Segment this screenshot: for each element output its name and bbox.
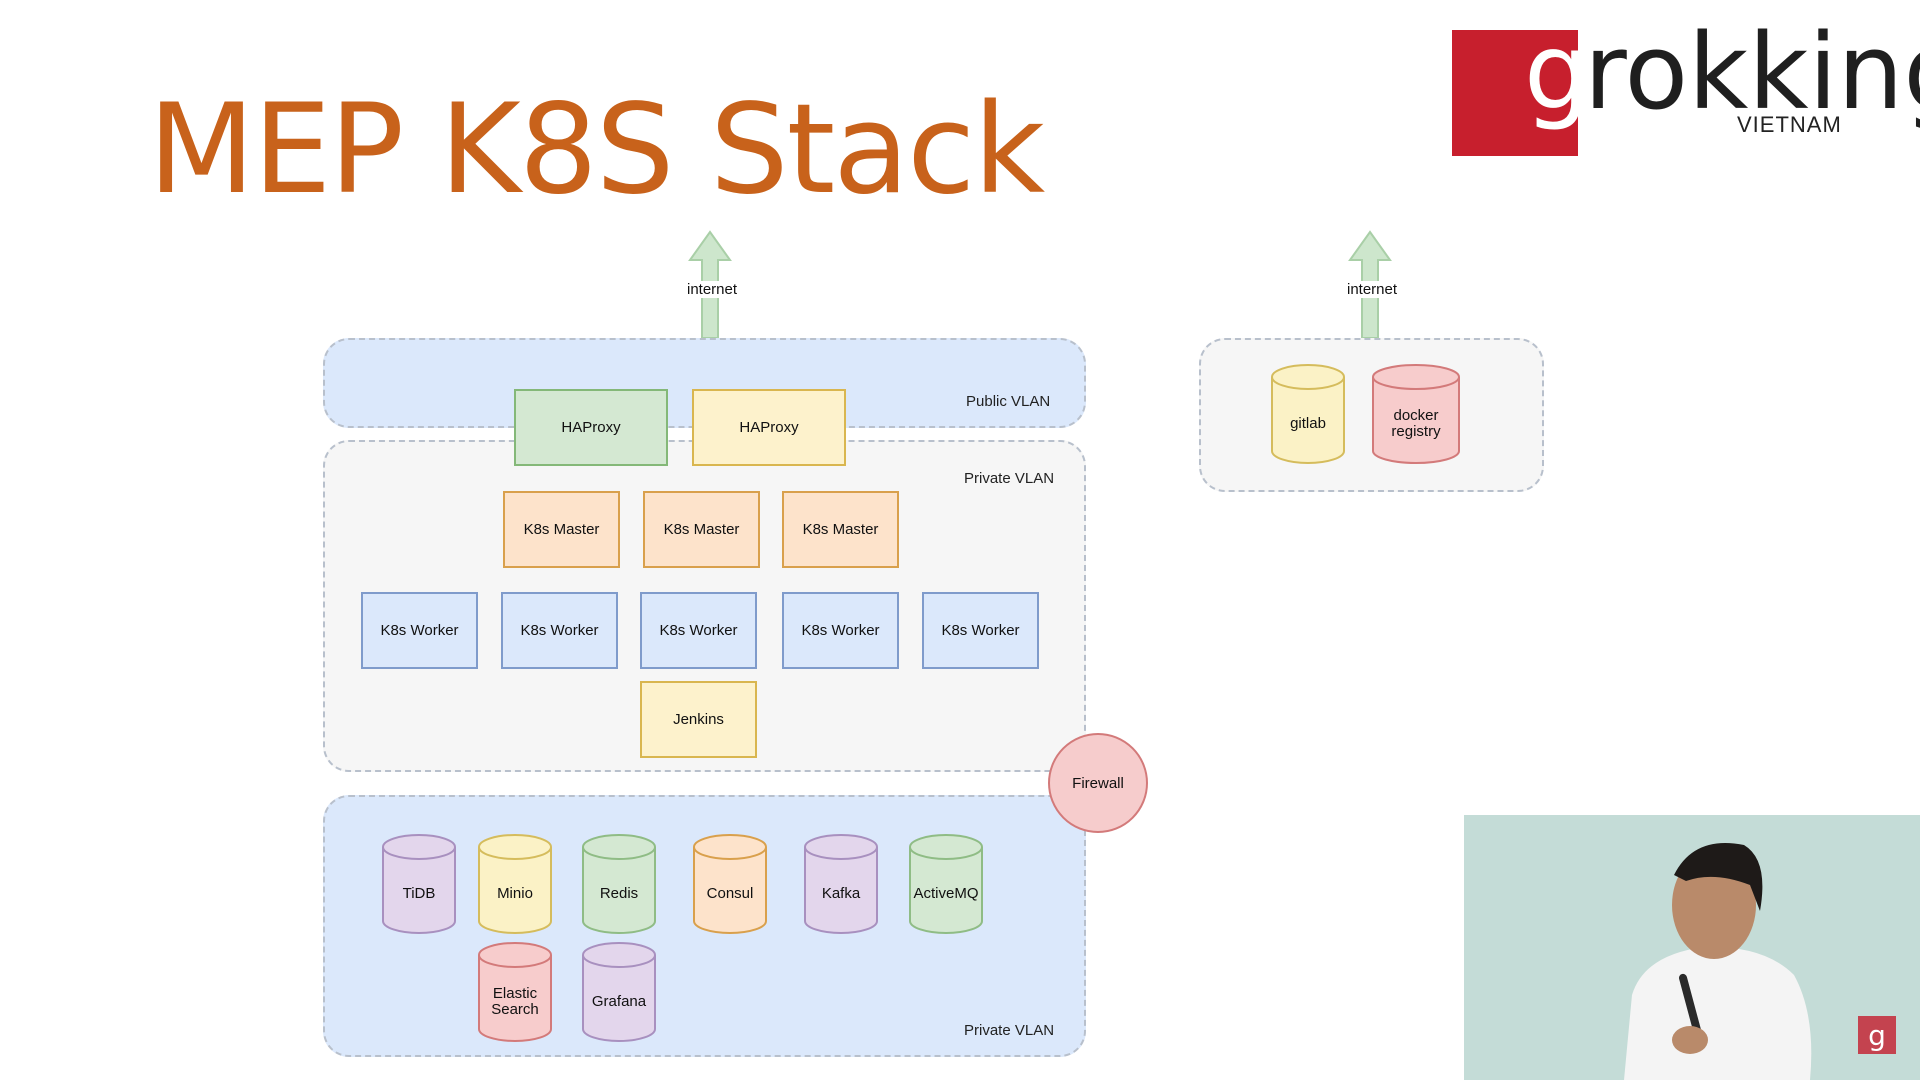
grafana-label: Grafana	[591, 992, 647, 1010]
internet-label-left: internet	[684, 281, 741, 298]
elasticsearch-database: Elastic Search	[477, 941, 553, 1043]
public-vlan-label: Public VLAN	[966, 393, 1051, 410]
data-vlan-label: Private VLAN	[964, 1022, 1055, 1039]
minio-database: Minio	[477, 833, 553, 935]
kafka-label: Kafka	[821, 884, 861, 902]
corner-logo-badge: g	[1858, 1016, 1896, 1054]
activemq-database: ActiveMQ	[908, 833, 984, 935]
logo-wordmark: rokking	[1584, 11, 1920, 133]
logo-mark	[1452, 30, 1578, 156]
consul-label: Consul	[706, 884, 754, 902]
internet-label-right: internet	[1344, 281, 1401, 298]
slide-title: MEP K8S Stack	[148, 78, 1045, 222]
docker-registry-label: docker registry	[1391, 406, 1441, 440]
redis-database: Redis	[581, 833, 657, 935]
kafka-database: Kafka	[803, 833, 879, 935]
gitlab-database: gitlab	[1270, 363, 1346, 465]
k8s-worker-box: K8s Worker	[361, 592, 478, 669]
consul-database: Consul	[692, 833, 768, 935]
jenkins-box: Jenkins	[640, 681, 757, 758]
k8s-worker-box: K8s Worker	[640, 592, 757, 669]
k8s-master-box: K8s Master	[503, 491, 620, 568]
private-vlan-label: Private VLAN	[964, 470, 1055, 487]
haproxy-box: HAProxy	[514, 389, 668, 466]
activemq-label: ActiveMQ	[913, 884, 979, 902]
firewall-node: Firewall	[1048, 733, 1148, 833]
grafana-database: Grafana	[581, 941, 657, 1043]
logo-initial: g	[1524, 11, 1591, 133]
k8s-worker-box: K8s Worker	[501, 592, 618, 669]
redis-label: Redis	[599, 884, 639, 902]
k8s-worker-box: K8s Worker	[782, 592, 899, 669]
grokking-logo: g rokking VIETNAM	[1452, 20, 1920, 156]
tidb-label: TiDB	[402, 884, 436, 902]
k8s-master-box: K8s Master	[643, 491, 760, 568]
k8s-master-box: K8s Master	[782, 491, 899, 568]
gitlab-label: gitlab	[1290, 414, 1326, 432]
haproxy-box: HAProxy	[692, 389, 846, 466]
tidb-database: TiDB	[381, 833, 457, 935]
speaker-camera-feed	[1464, 815, 1920, 1080]
logo-country: VIETNAM	[1737, 112, 1842, 137]
external-services-zone	[1199, 338, 1544, 492]
elasticsearch-label: Elastic Search	[491, 984, 539, 1018]
k8s-worker-box: K8s Worker	[922, 592, 1039, 669]
minio-label: Minio	[497, 884, 533, 902]
docker-registry-database: docker registry	[1371, 363, 1461, 465]
